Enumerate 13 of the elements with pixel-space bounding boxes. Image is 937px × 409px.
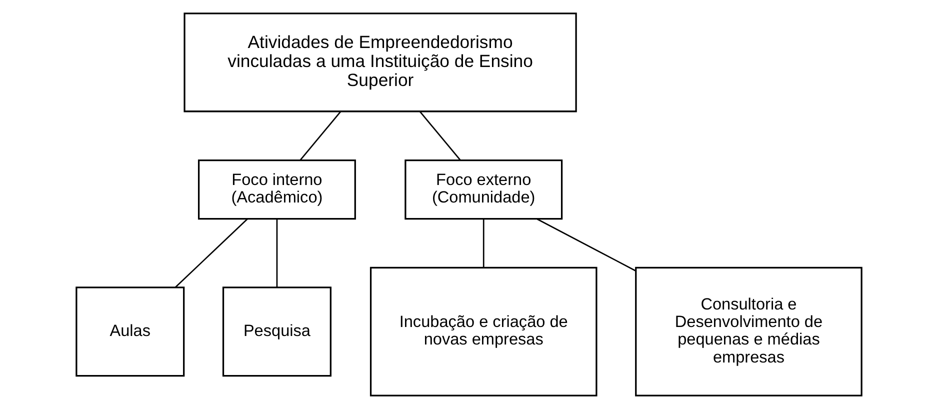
node-box: Foco interno (Acadêmico) xyxy=(197,160,356,220)
connector xyxy=(482,219,484,268)
node-box: Foco externo (Comunidade) xyxy=(404,160,562,220)
connector xyxy=(536,218,636,272)
connector xyxy=(299,111,341,161)
node-box: Pesquisa xyxy=(222,286,331,377)
connector xyxy=(276,219,278,288)
connector xyxy=(174,218,248,288)
node-box: Consultoria e Desenvolvimento de pequenas e médias empresas xyxy=(634,266,862,396)
node-box: Atividades de Empreendedorismo vinculadas a uma Instituição de Ensino Superior xyxy=(183,12,576,112)
connector xyxy=(418,111,460,161)
node-box: Aulas xyxy=(75,286,184,377)
node-box: Incubação e criação de novas empresas xyxy=(369,266,597,396)
